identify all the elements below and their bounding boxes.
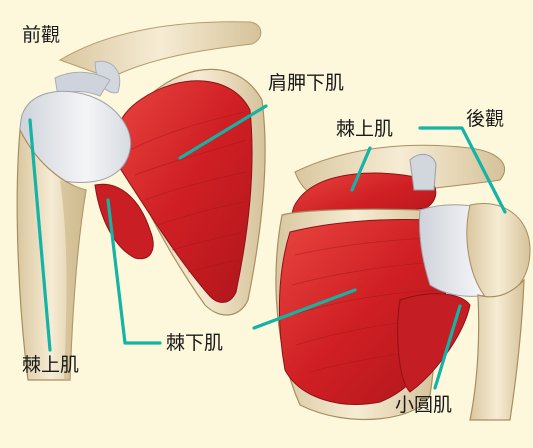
anterior-shoulder — [17, 22, 265, 380]
supraspinatus-posterior-label: 棘上肌 — [336, 120, 393, 139]
posterior-view-label: 後觀 — [466, 110, 504, 129]
coracoid-posterior — [410, 154, 436, 190]
teres-minor-label: 小圓肌 — [395, 396, 452, 415]
infraspinatus-label: 棘下肌 — [166, 334, 223, 353]
clavicle-anterior — [60, 22, 261, 78]
subscapularis-label: 肩胛下肌 — [268, 74, 344, 93]
humerus-shaft-posterior — [470, 280, 524, 420]
anterior-view-label: 前觀 — [22, 26, 60, 45]
supraspinatus-anterior-label: 棘上肌 — [22, 356, 79, 375]
